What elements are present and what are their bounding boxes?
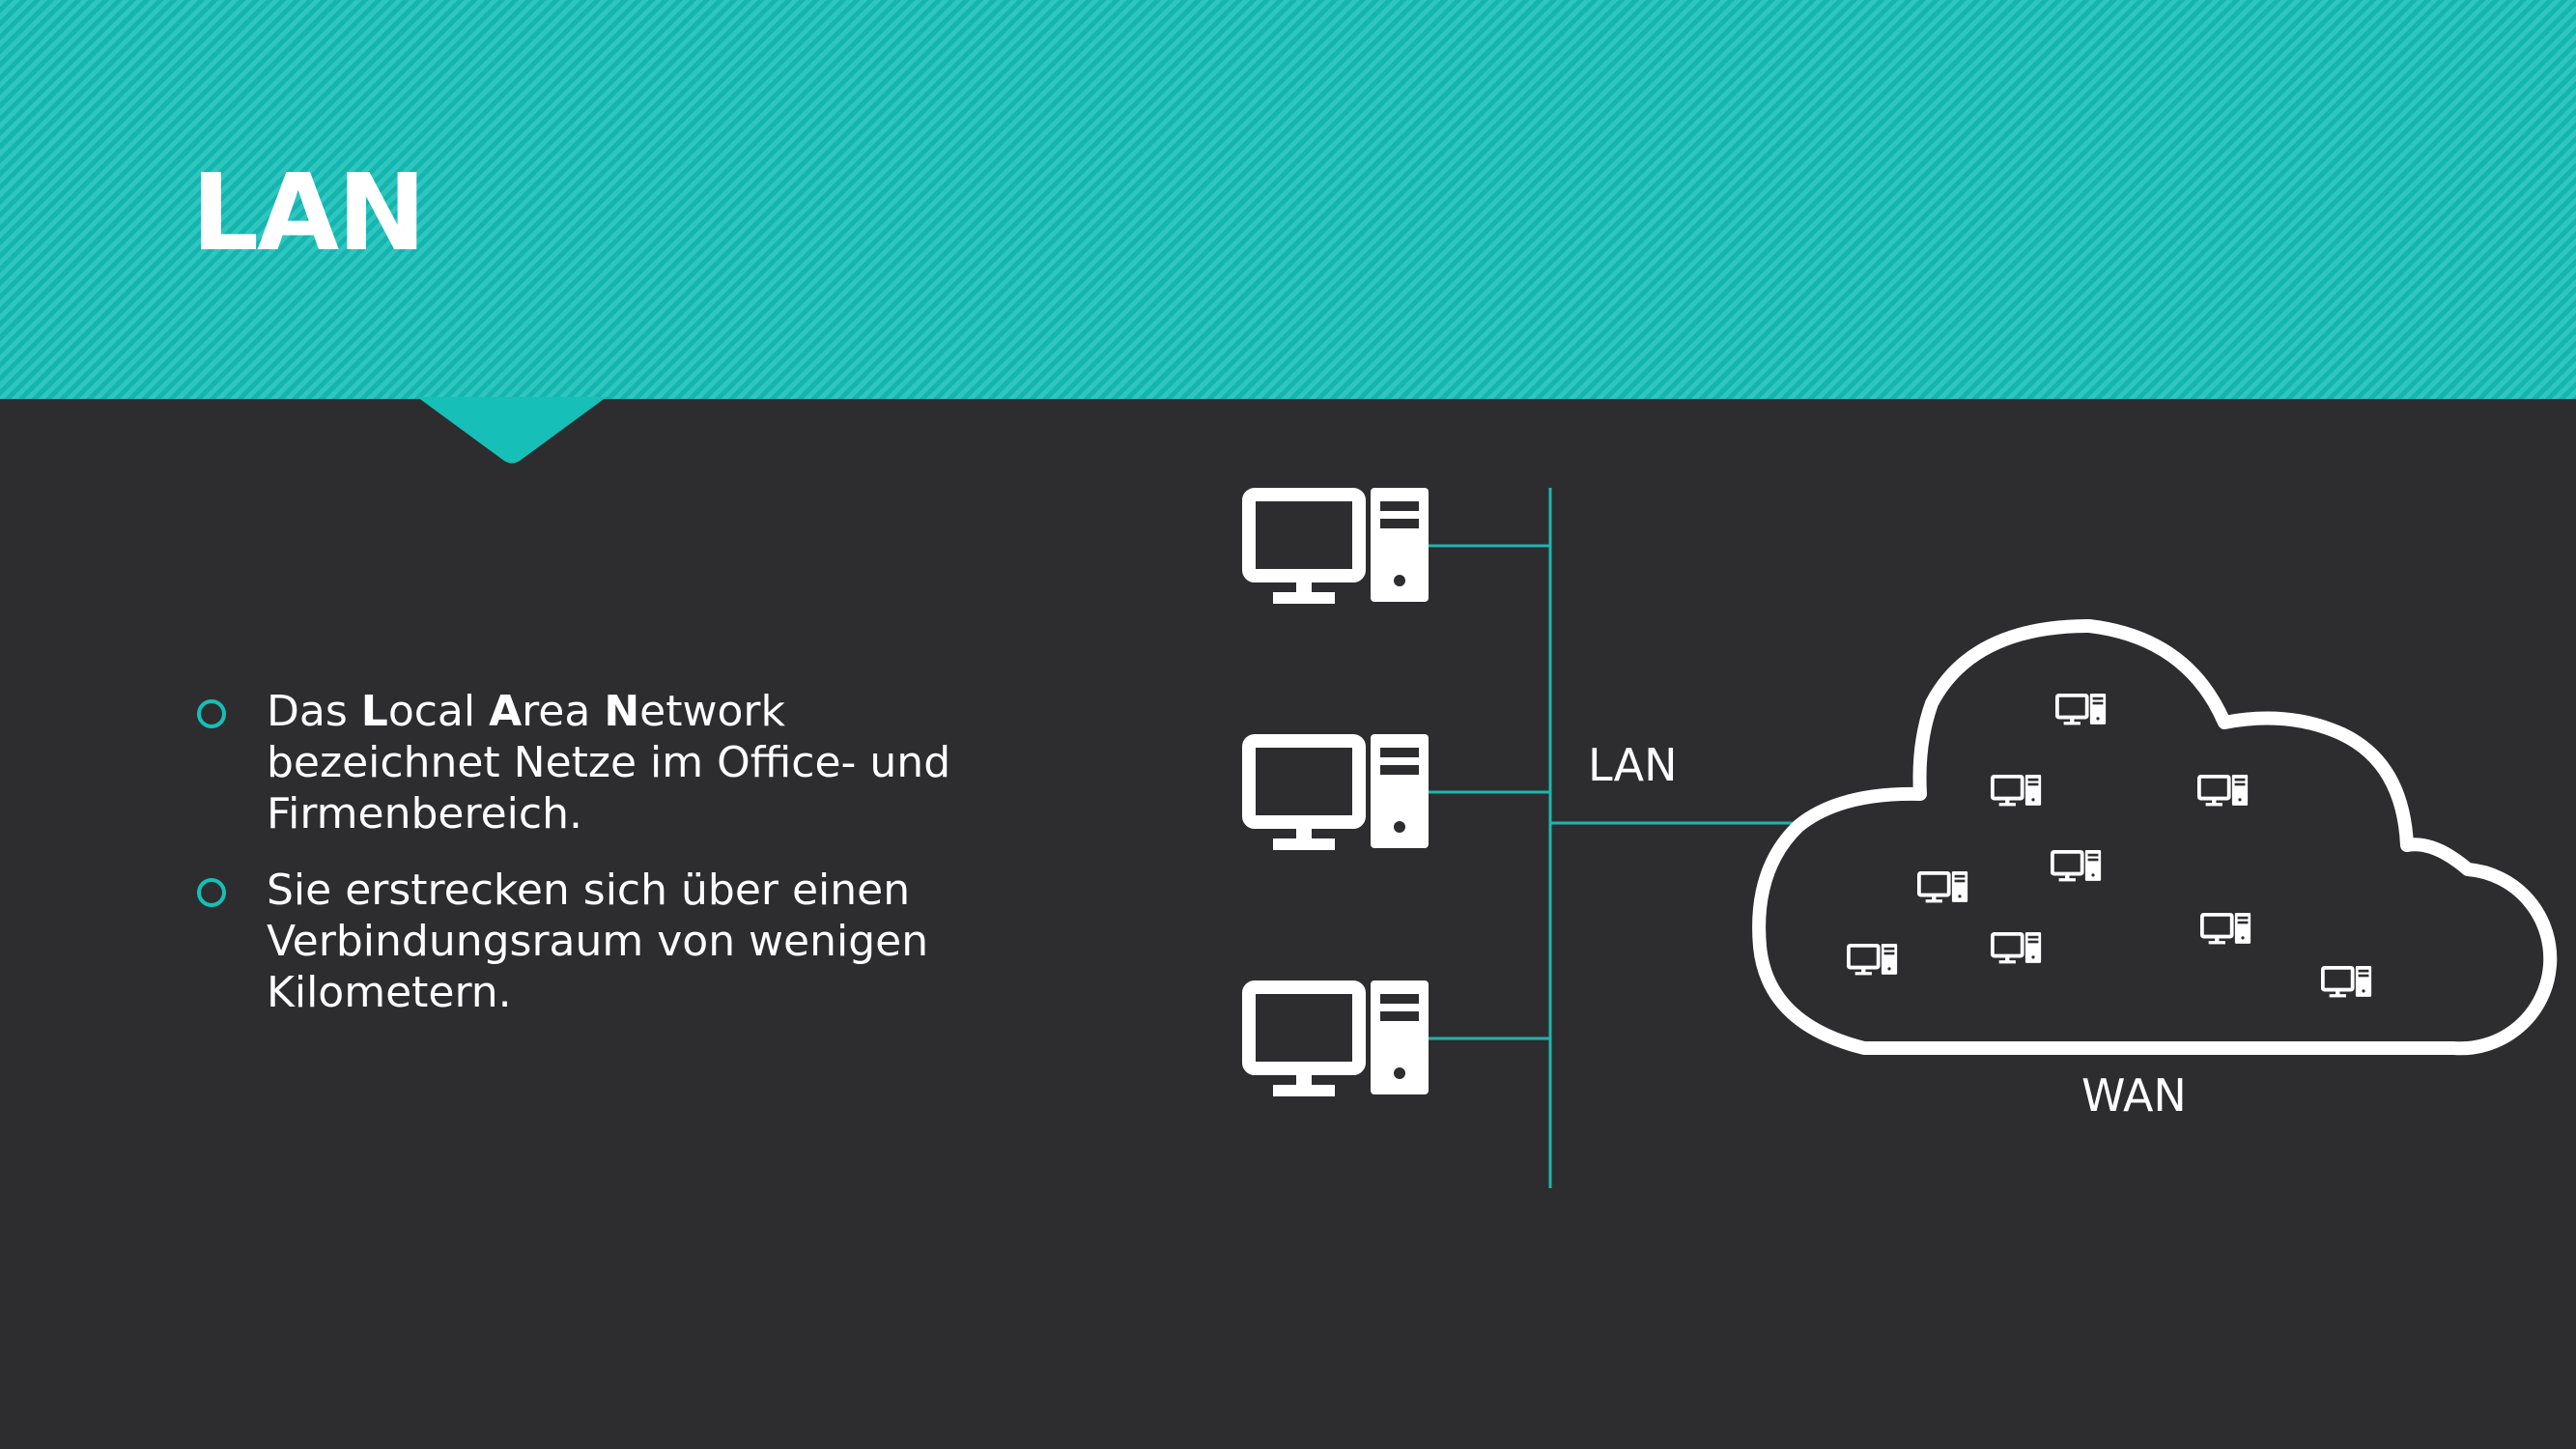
desktop-computer-icon (1249, 734, 1429, 850)
bullet-text: Sie erstrecken sich über einen Verbindun… (267, 866, 929, 1017)
lan-bus (1428, 488, 1798, 1188)
desktop-computer-icon (2050, 848, 2104, 884)
desktop-computer-icon (1990, 773, 2044, 809)
bullet-item: Sie erstrecken sich über einen Verbindun… (193, 865, 1024, 1018)
desktop-computer-icon (1249, 488, 1429, 604)
lan-label: LAN (1588, 739, 1678, 791)
desktop-computer-icon (1847, 942, 1899, 978)
desktop-computer-icon (1917, 869, 1969, 905)
cloud-icon (1752, 619, 2558, 1056)
bullet-text: Das Local Area Network bezeichnet Netze … (267, 687, 951, 838)
slide-title: LAN (191, 151, 426, 274)
desktop-computer-icon (2320, 964, 2374, 1000)
desktop-computer-icon (2199, 911, 2253, 947)
wan-label: WAN (2081, 1069, 2187, 1122)
bullet-list: Das Local Area Network bezeichnet Netze … (193, 686, 1024, 1043)
desktop-computer-icon (1990, 930, 2044, 966)
bullet-circle-icon (197, 878, 226, 907)
desktop-computer-icon (2196, 773, 2250, 809)
desktop-computer-icon (2054, 692, 2109, 727)
desktop-computer-icon (1249, 980, 1429, 1096)
header-banner (0, 0, 2576, 399)
header-notch (417, 397, 607, 464)
bullet-item: Das Local Area Network bezeichnet Netze … (193, 686, 1024, 839)
bullet-circle-icon (197, 699, 226, 728)
